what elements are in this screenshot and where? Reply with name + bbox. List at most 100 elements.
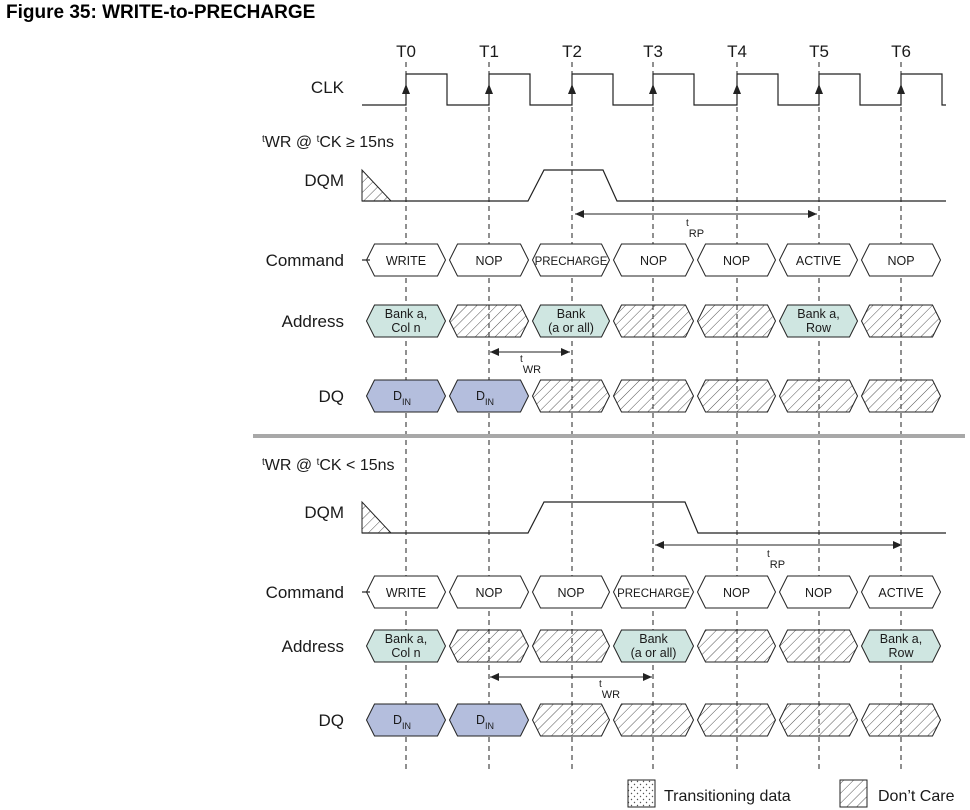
- legend: Transitioning data Don’t Care: [627, 779, 955, 808]
- section-1-dqm-label: DQM: [304, 171, 344, 190]
- clock-label-t0: T0: [396, 42, 416, 61]
- section-2-address-box-1: [448, 629, 530, 663]
- section-2-command-nop-5: NOP: [805, 586, 832, 600]
- section-1-address-box-5: [778, 304, 859, 338]
- section-1-dq-box-6: [860, 379, 942, 413]
- section-1-dq-box-2: [531, 379, 611, 413]
- section-1-command-box-5: [778, 243, 859, 277]
- clock-label-t1: T1: [479, 42, 499, 61]
- section-2-address-label: Address: [282, 637, 344, 656]
- section-2-command-box-1: [448, 575, 530, 609]
- section-2-command-box-5: [778, 575, 859, 609]
- section-2-command-label: Command: [266, 583, 344, 602]
- clk-waveform: [362, 73, 946, 106]
- transitioning-data-swatch: [627, 779, 656, 808]
- svg-text:tRP: tRP: [686, 218, 704, 241]
- clock-labels: T0 T1 T2 T3 T4 T5 T6: [396, 42, 911, 61]
- section-2-address-box-5: [778, 629, 859, 663]
- clk-signal: [362, 73, 946, 106]
- section-2-dq-box-3: [612, 703, 695, 737]
- section-2-dq-box-1: [448, 703, 530, 737]
- section-1-address-box-3: [612, 304, 695, 338]
- section-2-command-box-3: [612, 575, 695, 609]
- section-2-dq-box-0: [365, 703, 447, 737]
- section-1-address-box-2: [531, 304, 611, 338]
- section-2-dq-label: DQ: [319, 711, 345, 730]
- section-1-address-line2-2: (a or all): [548, 321, 594, 335]
- clock-reference-lines: [405, 62, 902, 770]
- clk-rising-edge-arrow-6: [897, 84, 905, 94]
- section-2-address-line1-0: Bank a,: [385, 632, 427, 646]
- section-2-command-box-2: [531, 575, 611, 609]
- clk-rising-edge-arrow-1: [485, 84, 493, 94]
- section-2-address-box-3: [612, 629, 695, 663]
- clk-rising-edge-arrow-3: [649, 84, 657, 94]
- section-1-command-box-1: [448, 243, 530, 277]
- section-2-command-box-6: [860, 575, 942, 609]
- section-1-command-box-6: [860, 243, 942, 277]
- section-2-address-box-0: [365, 629, 447, 663]
- section-1-condition: tWR @ tCK ≥ 15ns: [262, 134, 394, 152]
- clk-label: CLK: [311, 78, 345, 97]
- section-1-address-line2-0: Col n: [391, 321, 420, 335]
- clk-rising-edge-arrow-2: [568, 84, 576, 94]
- section-2-command-precharge-3: PRECHARGE: [617, 588, 690, 600]
- section-1-dqm-waveform: [361, 168, 946, 202]
- section-1-address-line1-0: Bank a,: [385, 307, 427, 321]
- section-1-address-box-0: [365, 304, 447, 338]
- section-2-dqm-waveform: [361, 500, 946, 534]
- section-2-dq-box-5: [778, 703, 859, 737]
- section-1-address-line1-2: Bank: [557, 307, 586, 321]
- section-2-twr-arrow: tWR: [490, 673, 652, 701]
- section-2-dq-box-2: [531, 703, 611, 737]
- section-1-address-box-1: [448, 304, 530, 338]
- clock-label-t3: T3: [643, 42, 663, 61]
- figure-title: Figure 35: WRITE-to-PRECHARGE: [6, 2, 315, 23]
- section-2-address-line2-0: Col n: [391, 646, 420, 660]
- section-1-command-box-4: [696, 243, 777, 277]
- section-1-address-box-4: [696, 304, 777, 338]
- section-1-dq-box-1: [448, 379, 530, 413]
- section-1-command-active-5: ACTIVE: [796, 254, 841, 268]
- svg-text:tWR: tWR: [599, 679, 620, 702]
- section-2-address-box-2: [531, 629, 611, 663]
- section-2-dq-box-6: [860, 703, 942, 737]
- section-2-command-box-4: [696, 575, 777, 609]
- section-1-dq-box-4: [696, 379, 777, 413]
- section-1-command-nop-4: NOP: [723, 254, 750, 268]
- section-1-command-nop-6: NOP: [887, 254, 914, 268]
- section-2-command-nop-4: NOP: [723, 586, 750, 600]
- section-2-command-active-6: ACTIVE: [878, 586, 923, 600]
- section-2-address-line2-3: (a or all): [631, 646, 677, 660]
- clock-label-t6: T6: [891, 42, 911, 61]
- svg-text:tRP: tRP: [767, 549, 785, 572]
- section-1-command-nop-3: NOP: [640, 254, 667, 268]
- section-1-dq-box-5: [778, 379, 859, 413]
- section-1-command-nop-1: NOP: [475, 254, 502, 268]
- svg-text:tWR: tWR: [520, 354, 541, 377]
- section-2-dqm-label: DQM: [304, 503, 344, 522]
- section-1-address-box-6: [860, 304, 942, 338]
- section-1-command-label: Command: [266, 251, 344, 270]
- section-1-dq-box-3: [612, 379, 695, 413]
- clk-rising-edge-arrow-4: [733, 84, 741, 94]
- clk-rising-edge-arrow-5: [815, 84, 823, 94]
- section-2-address-line1-6: Bank a,: [880, 632, 922, 646]
- clock-label-t2: T2: [562, 42, 582, 61]
- legend-dont-care-label: Don’t Care: [878, 788, 955, 805]
- section-1-dq-label: DQ: [319, 387, 345, 406]
- section-1-command-box-3: [612, 243, 695, 277]
- section-2-command-nop-1: NOP: [475, 586, 502, 600]
- section-2-dq-box-4: [696, 703, 777, 737]
- section-1-trp-arrow: tRP: [575, 210, 817, 240]
- clock-label-t4: T4: [727, 42, 747, 61]
- dont-care-swatch: [839, 779, 868, 808]
- section-1-dq-box-0: [365, 379, 447, 413]
- legend-transitioning-label: Transitioning data: [664, 788, 791, 805]
- section-1-address-line2-5: Row: [806, 321, 832, 335]
- clock-label-t5: T5: [809, 42, 829, 61]
- section-2-condition: tWR @ tCK < 15ns: [262, 457, 395, 475]
